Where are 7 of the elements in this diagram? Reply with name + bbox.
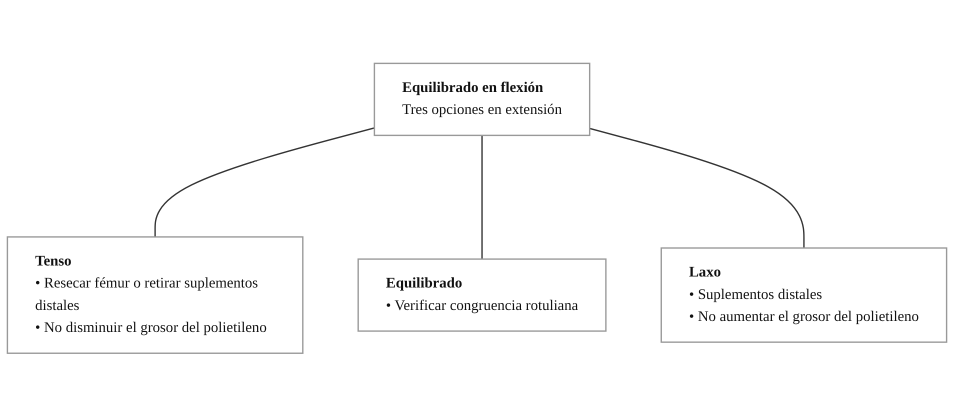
node-box: Laxo • Suplementos distales • No aumentar el grosor del polietileno bbox=[660, 247, 948, 343]
node-box: Equilibrado en flexión Tres opciones en extensión bbox=[374, 62, 590, 136]
connector bbox=[481, 135, 483, 259]
node-box: Tenso • Resecar fémur o retirar suplementos distales • No disminuir el grosor del polietileno bbox=[6, 236, 304, 354]
connector bbox=[589, 127, 805, 248]
node-box: Equilibrado • Verificar congruencia rotuliana bbox=[358, 258, 607, 332]
connector bbox=[154, 126, 375, 237]
